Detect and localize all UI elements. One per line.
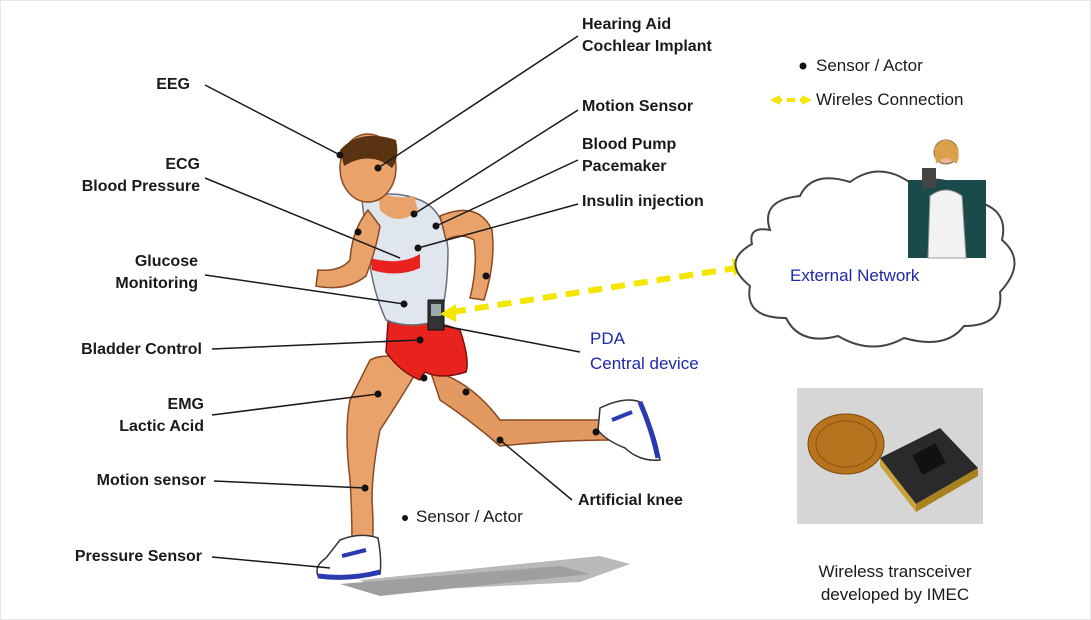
- label-ecg: ECG Blood Pressure: [40, 154, 200, 198]
- label-hearing: Hearing Aid Cochlear Implant: [582, 14, 712, 58]
- transceiver-caption-line1: Wireless transceiver: [790, 560, 1000, 583]
- label-emg-line2: Lactic Acid: [40, 416, 204, 438]
- transceiver-caption: Wireless transceiver developed by IMEC: [790, 560, 1000, 606]
- label-pump-line1: Blood Pump: [582, 134, 676, 156]
- label-motion-sensor-chest: Motion Sensor: [582, 96, 693, 118]
- label-glucose-line1: Glucose: [40, 251, 198, 273]
- label-emg-line1: EMG: [40, 394, 204, 416]
- front-shoe: [317, 535, 381, 577]
- transceiver-caption-line2: developed by IMEC: [790, 583, 1000, 606]
- label-ecg-line2: Blood Pressure: [40, 176, 200, 198]
- label-emg: EMG Lactic Acid: [40, 394, 204, 438]
- label-pda-line1: PDA: [590, 326, 699, 351]
- legend-sensor-actor: Sensor / Actor: [816, 55, 923, 77]
- doctor-figure: [908, 140, 986, 258]
- label-glucose-line2: Monitoring: [40, 273, 198, 295]
- back-shoe: [598, 400, 660, 460]
- label-ecg-line1: ECG: [40, 154, 200, 176]
- label-hearing-line2: Cochlear Implant: [582, 36, 712, 58]
- label-artificial-knee: Artificial knee: [578, 490, 683, 512]
- label-pda: PDA Central device: [590, 326, 699, 376]
- label-insulin: Insulin injection: [582, 191, 704, 213]
- sensor-dot-icon: [402, 515, 408, 521]
- label-pump-line2: Pacemaker: [582, 156, 676, 178]
- legend-graphics: [770, 63, 812, 106]
- transceiver-photo: [797, 388, 983, 524]
- ground-shadow: [340, 556, 630, 596]
- sensor-actor-center-text: Sensor / Actor: [416, 507, 523, 526]
- label-pressure-sensor: Pressure Sensor: [20, 546, 202, 568]
- legend-wireless: Wireles Connection: [816, 89, 963, 111]
- sensor-actor-center: Sensor / Actor: [402, 506, 523, 528]
- external-network-label: External Network: [790, 265, 919, 287]
- label-blood-pump: Blood Pump Pacemaker: [582, 134, 676, 178]
- label-eeg: EEG: [110, 74, 190, 96]
- label-pda-line2: Central device: [590, 351, 699, 376]
- label-bladder: Bladder Control: [30, 339, 202, 361]
- label-glucose: Glucose Monitoring: [40, 251, 198, 295]
- label-motion-sensor-leg: Motion sensor: [30, 470, 206, 492]
- label-hearing-line1: Hearing Aid: [582, 14, 712, 36]
